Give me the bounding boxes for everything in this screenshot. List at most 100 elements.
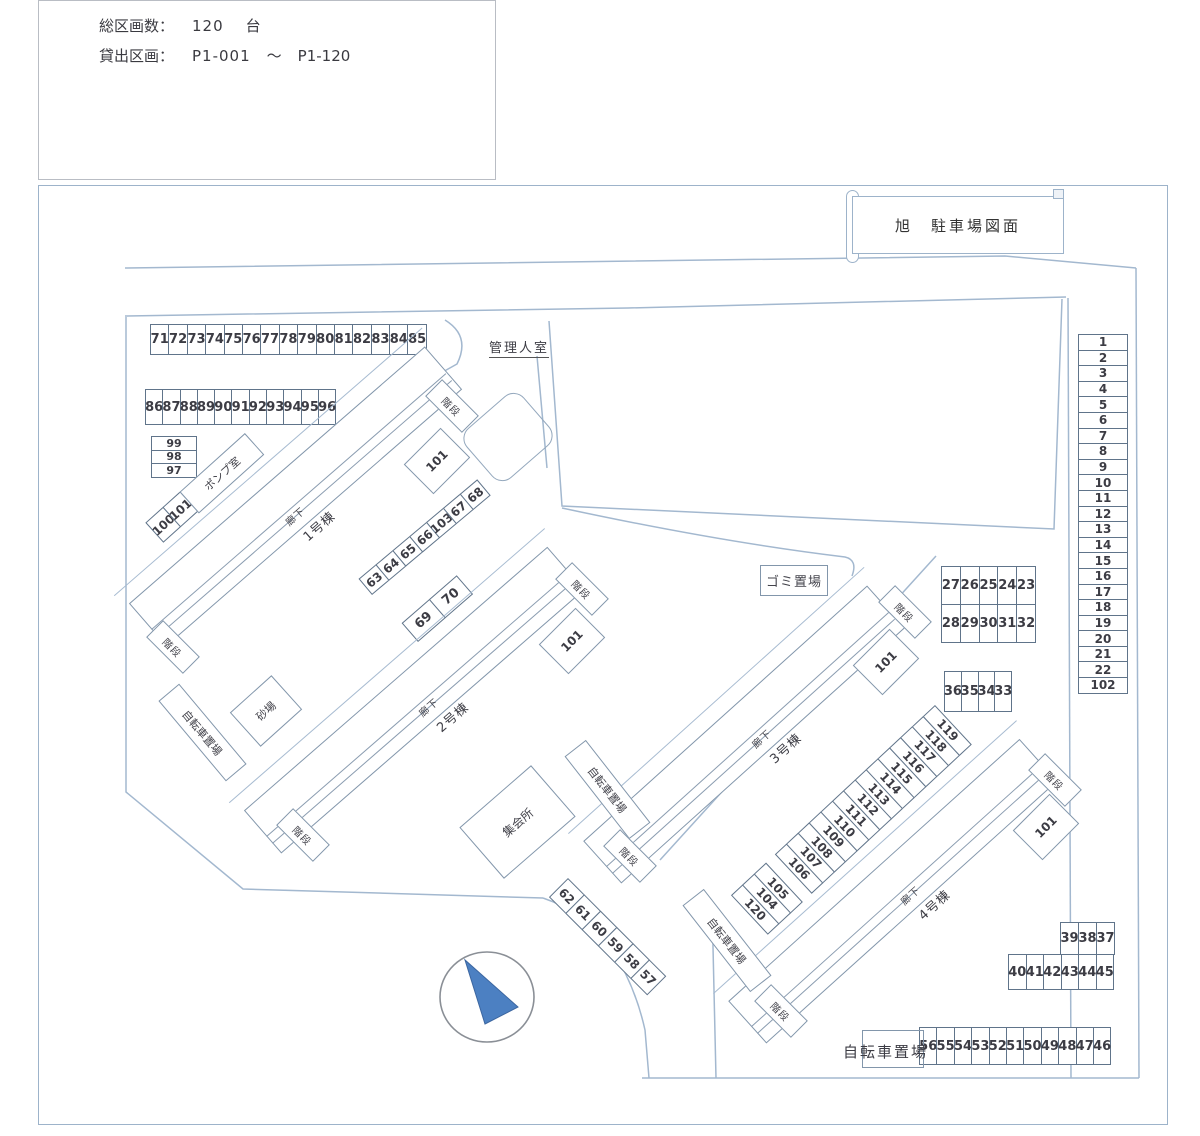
parking-cell-21: 21 (1078, 645, 1128, 663)
garbage-area-label: ゴミ置場 (765, 575, 822, 590)
parking-cell-71: 71 (150, 324, 170, 355)
parking-cell-96: 96 (317, 389, 337, 425)
parking-cell-22: 22 (1078, 661, 1128, 679)
parking-cell-42: 42 (1043, 954, 1062, 990)
parking-cell-39: 39 (1060, 922, 1079, 955)
manager-room-label: 管理人室 (489, 337, 550, 358)
parking-cell-29: 29 (959, 604, 980, 643)
parking-cell-91: 91 (231, 389, 250, 425)
parking-cell-97: 97 (151, 463, 197, 478)
parking-cell-72: 72 (168, 324, 188, 355)
parking-cell-43: 43 (1060, 954, 1079, 990)
banner-fold-icon (1053, 189, 1064, 199)
parking-cell-38: 38 (1078, 922, 1097, 955)
map-title: 旭 駐車場図面 (894, 216, 1021, 235)
parking-cell-51: 51 (1005, 1027, 1025, 1065)
parking-cell-50: 50 (1023, 1027, 1042, 1065)
parking-cell-3: 3 (1078, 365, 1128, 382)
parking-cell-15: 15 (1078, 552, 1128, 569)
parking-cell-23: 23 (1016, 566, 1036, 605)
parking-cell-79: 79 (297, 324, 317, 355)
parking-cell-75: 75 (223, 324, 243, 355)
parking-cell-6: 6 (1078, 411, 1128, 429)
garbage-area-box: ゴミ置場 (760, 565, 828, 596)
parking-cell-94: 94 (283, 389, 302, 425)
parking-cell-13: 13 (1078, 521, 1128, 538)
parking-cell-74: 74 (205, 324, 225, 355)
unit-101-label: 101 (872, 648, 900, 676)
parking-cell-34: 34 (977, 671, 996, 712)
parking-cell-98: 98 (151, 449, 197, 465)
parking-cell-9: 9 (1078, 458, 1128, 476)
parking-cell-24: 24 (997, 566, 1018, 605)
parking-cell-33: 33 (994, 671, 1012, 712)
parking-cell-95: 95 (300, 389, 319, 425)
meeting-hall-label: 集会所 (499, 805, 537, 840)
range-line: 貸出区画：P1-001～P1-120 (99, 41, 495, 71)
parking-cell-90: 90 (214, 389, 233, 425)
parking-cell-78: 78 (278, 324, 299, 355)
parking-cell-93: 93 (266, 389, 285, 425)
range-from: P1-001 (192, 47, 251, 65)
parking-cell-81: 81 (333, 324, 354, 355)
parking-cell-10: 10 (1078, 474, 1128, 491)
parking-cell-41: 41 (1025, 954, 1044, 990)
parking-cell-89: 89 (196, 389, 216, 425)
parking-cell-53: 53 (971, 1027, 990, 1065)
parking-cell-37: 37 (1096, 922, 1115, 955)
parking-cell-16: 16 (1078, 567, 1128, 585)
parking-cell-102: 102 (1078, 677, 1128, 694)
parking-cell-44: 44 (1078, 954, 1097, 990)
parking-cell-92: 92 (248, 389, 268, 425)
parking-cell-12: 12 (1078, 505, 1128, 523)
parking-cell-31: 31 (997, 604, 1018, 643)
parking-cell-47: 47 (1075, 1027, 1094, 1065)
parking-cell-83: 83 (370, 324, 391, 355)
title-banner: 旭 駐車場図面 (852, 196, 1064, 254)
unit-101-label: 101 (423, 447, 451, 475)
parking-cell-14: 14 (1078, 536, 1128, 554)
parking-cell-77: 77 (260, 324, 280, 355)
parking-cell-8: 8 (1078, 443, 1128, 460)
bicycle-parking-label: 自転車置場 (843, 1043, 929, 1061)
total-unit: 台 (245, 17, 261, 35)
sandbox-label: 砂場 (253, 699, 279, 724)
parking-cell-52: 52 (988, 1027, 1007, 1065)
parking-cell-20: 20 (1078, 630, 1128, 647)
parking-cell-80: 80 (315, 324, 335, 355)
parking-cell-40: 40 (1008, 954, 1027, 990)
parking-cell-99: 99 (151, 436, 197, 451)
parking-cell-11: 11 (1078, 489, 1128, 507)
parking-cell-30: 30 (978, 604, 999, 643)
parking-cell-82: 82 (352, 324, 372, 355)
parking-cell-17: 17 (1078, 583, 1128, 601)
parking-cell-84: 84 (389, 324, 409, 355)
parking-cell-46: 46 (1092, 1027, 1112, 1065)
parking-cell-19: 19 (1078, 614, 1128, 632)
parking-cell-28: 28 (941, 604, 961, 643)
parking-cell-7: 7 (1078, 427, 1128, 445)
parking-cell-26: 26 (959, 566, 980, 605)
parking-cell-48: 48 (1058, 1027, 1077, 1065)
range-label: 貸出区画： (99, 47, 175, 65)
unit-101-label: 101 (558, 627, 586, 655)
parking-cell-2: 2 (1078, 349, 1128, 367)
parking-cell-35: 35 (961, 671, 979, 712)
range-to: P1-120 (297, 47, 351, 65)
total-label: 総区画数： (99, 17, 175, 35)
parking-cell-87: 87 (162, 389, 181, 425)
parking-cell-73: 73 (186, 324, 207, 355)
parking-cell-88: 88 (179, 389, 198, 425)
